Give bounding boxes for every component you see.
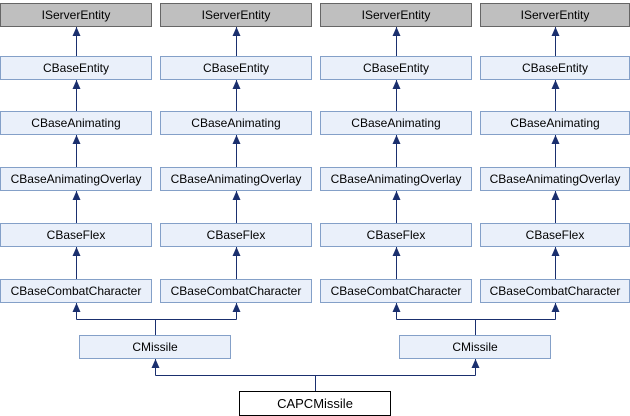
class-node-cbaseflex[interactable]: CBaseFlex: [480, 223, 630, 247]
class-node-capcmissile: CAPCMissile: [239, 391, 391, 416]
class-node-cbasecombatcharacter[interactable]: CBaseCombatCharacter: [480, 279, 630, 303]
class-node-cbaseentity[interactable]: CBaseEntity: [0, 56, 152, 80]
class-node-cbasecombatcharacter[interactable]: CBaseCombatCharacter: [0, 279, 152, 303]
class-node-iserverentity[interactable]: IServerEntity: [160, 3, 312, 27]
edge-arrowhead: [471, 359, 480, 368]
edge-arrowhead: [232, 303, 241, 312]
edge-arrowhead: [392, 247, 401, 256]
edge-arrowhead: [551, 247, 560, 256]
edge-arrowhead: [72, 135, 81, 144]
edge-arrowhead: [392, 27, 401, 36]
class-node-cbaseanimatingoverlay[interactable]: CBaseAnimatingOverlay: [320, 167, 472, 191]
class-node-cbaseflex[interactable]: CBaseFlex: [320, 223, 472, 247]
edge-arrowhead: [72, 80, 81, 89]
class-node-cbaseanimating[interactable]: CBaseAnimating: [480, 111, 630, 135]
edge-arrowhead: [232, 27, 241, 36]
edge-arrowhead: [392, 135, 401, 144]
edge-arrowhead: [392, 303, 401, 312]
class-node-cbaseentity[interactable]: CBaseEntity: [480, 56, 630, 80]
class-node-cbaseanimating[interactable]: CBaseAnimating: [320, 111, 472, 135]
class-node-cbasecombatcharacter[interactable]: CBaseCombatCharacter: [320, 279, 472, 303]
class-node-cbaseanimating[interactable]: CBaseAnimating: [160, 111, 312, 135]
edge-arrowhead: [232, 80, 241, 89]
class-node-cbaseflex[interactable]: CBaseFlex: [160, 223, 312, 247]
edge-arrowhead: [551, 27, 560, 36]
class-node-cbaseentity[interactable]: CBaseEntity: [320, 56, 472, 80]
class-node-cbasecombatcharacter[interactable]: CBaseCombatCharacter: [160, 279, 312, 303]
class-node-iserverentity[interactable]: IServerEntity: [320, 3, 472, 27]
class-node-cbaseanimating[interactable]: CBaseAnimating: [0, 111, 152, 135]
edge-arrowhead: [72, 247, 81, 256]
edge-arrowhead: [392, 80, 401, 89]
class-node-cbaseanimatingoverlay[interactable]: CBaseAnimatingOverlay: [480, 167, 630, 191]
edge-arrowhead: [551, 80, 560, 89]
edge-arrowhead: [551, 191, 560, 200]
class-node-iserverentity[interactable]: IServerEntity: [0, 3, 152, 27]
class-node-cmissile[interactable]: CMissile: [79, 335, 231, 359]
edge-arrowhead: [72, 191, 81, 200]
class-node-cbaseentity[interactable]: CBaseEntity: [160, 56, 312, 80]
class-node-cbaseanimatingoverlay[interactable]: CBaseAnimatingOverlay: [160, 167, 312, 191]
class-node-cbaseflex[interactable]: CBaseFlex: [0, 223, 152, 247]
edge-arrowhead: [72, 27, 81, 36]
class-node-cmissile[interactable]: CMissile: [399, 335, 551, 359]
edge-arrowhead: [232, 135, 241, 144]
edge-arrowhead: [551, 303, 560, 312]
edge-arrowhead: [551, 135, 560, 144]
class-node-cbaseanimatingoverlay[interactable]: CBaseAnimatingOverlay: [0, 167, 152, 191]
edge-arrowhead: [392, 191, 401, 200]
class-node-iserverentity[interactable]: IServerEntity: [480, 3, 630, 27]
edge-arrowhead: [72, 303, 81, 312]
edge-arrowhead: [232, 247, 241, 256]
edge-arrowhead: [151, 359, 160, 368]
edge-arrowhead: [232, 191, 241, 200]
